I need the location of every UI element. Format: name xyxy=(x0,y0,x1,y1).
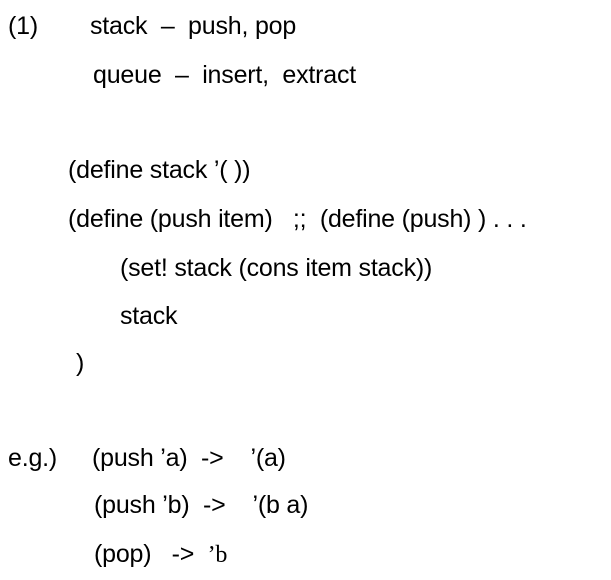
set-stack-code: (set! stack (cons item stack)) xyxy=(120,254,433,282)
stack-return-code: stack xyxy=(120,302,178,330)
queue-operations-line: queue – insert, extract xyxy=(93,61,357,89)
example-push-a: (push ’a) -> ’(a) xyxy=(92,444,286,472)
closing-paren: ) xyxy=(76,349,85,377)
define-stack-code: (define stack ’( )) xyxy=(68,156,251,184)
section-number: (1) xyxy=(8,12,38,40)
define-push-code: (define (push item) ;; (define (push) ) … xyxy=(68,205,527,233)
example-pop-result: ’b xyxy=(207,542,228,568)
stack-operations-line: stack – push, pop xyxy=(90,12,297,40)
example-pop: (pop) -> ’b xyxy=(94,539,227,570)
example-push-b: (push ’b) -> ’(b a) xyxy=(94,491,309,519)
example-pop-expression: (pop) -> xyxy=(94,540,208,568)
example-label: e.g.) xyxy=(8,444,58,472)
